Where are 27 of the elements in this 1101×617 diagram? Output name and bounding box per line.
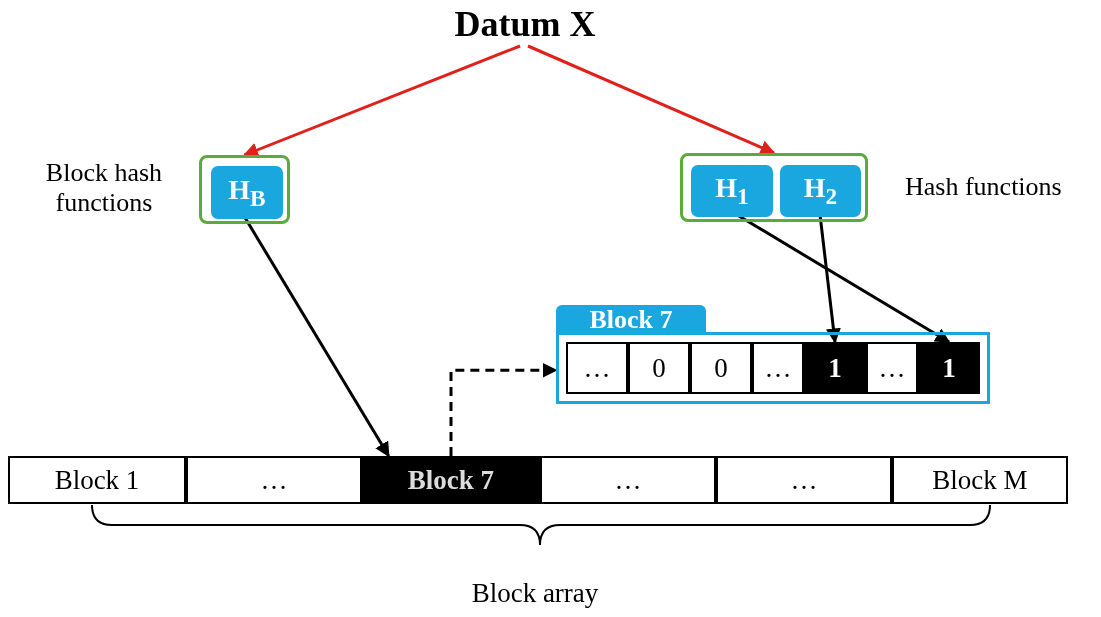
bit-cell: 0 [690,342,752,394]
array-block-cell: Block M [892,456,1068,504]
hash-function-box: H$_{1}$ [691,165,773,217]
arrow [449,362,558,456]
array-block-cell: … [716,456,892,504]
hash-function-box: H$_{2}$ [780,165,861,217]
function-group-box [680,153,868,222]
array-block-cell: … [186,456,362,504]
array-label: Block array [470,578,600,609]
caption-text: Block hash functions [44,158,164,218]
array-block-cell: Block 7 [362,456,540,504]
arrow [243,44,521,157]
bit-cell: … [866,342,918,394]
hash-function-box: H$_{B}$ [211,166,283,219]
array-block-cell: Block 1 [8,456,186,504]
array-block-cell: … [540,456,716,504]
caption-text: Hash functions [905,172,1063,202]
block-detail-box [556,305,990,404]
bit-cell: 0 [628,342,690,394]
bit-cell: … [566,342,628,394]
arrow [527,44,776,155]
datum-label: Datum X [425,2,625,46]
function-group-box [199,155,290,224]
bit-cell: … [752,342,804,394]
bit-cell: 1 [918,342,980,394]
bit-cell: 1 [804,342,866,394]
block-heading-tab: Block 7 [556,305,706,334]
